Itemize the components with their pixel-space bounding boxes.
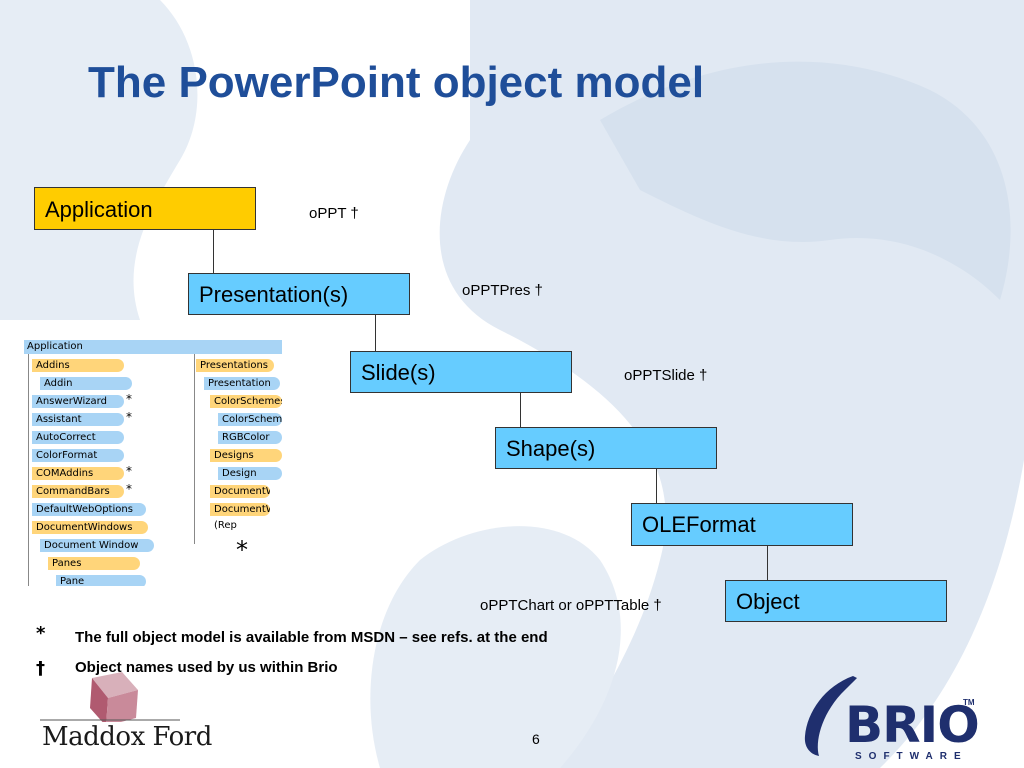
maddox-ford-logo: Maddox Ford xyxy=(40,672,212,756)
brio-software-text: SOFTWARE xyxy=(855,751,968,762)
om-item: DefaultWebOptions xyxy=(32,503,146,516)
om-item: Panes xyxy=(48,557,140,570)
connector xyxy=(520,393,521,427)
connector xyxy=(375,315,376,351)
om-star: * xyxy=(126,482,132,496)
om-item: Presentation xyxy=(204,377,280,390)
note-text: Object names used by us within Brio xyxy=(75,659,338,676)
om-item: DocumentWindow xyxy=(210,503,270,516)
node-label: OLEFormat xyxy=(642,512,756,537)
om-item: ColorScheme xyxy=(218,413,282,426)
om-star: * xyxy=(126,464,132,478)
om-item: ColorSchemes xyxy=(210,395,282,408)
om-item: (Rep xyxy=(214,520,237,531)
om-item: Addin xyxy=(40,377,132,390)
object-model-diagram: Application Addins Addin AnswerWizard * … xyxy=(24,340,282,586)
brio-software-logo: BRIO TM SOFTWARE xyxy=(795,672,985,764)
note-symbol: * xyxy=(36,623,46,644)
brio-swoosh-icon xyxy=(804,676,857,756)
variable-label: oPPTChart or oPPTTable † xyxy=(480,597,662,614)
brio-tm: TM xyxy=(963,698,975,707)
node-slides: Slide(s) xyxy=(350,351,572,393)
brio-wordmark: BRIO xyxy=(845,696,980,754)
variable-label: oPPTPres † xyxy=(462,282,543,299)
om-item: Assistant xyxy=(32,413,124,426)
connector xyxy=(213,230,214,273)
om-item: Addins xyxy=(32,359,124,372)
om-item: Designs xyxy=(210,449,282,462)
variable-label: oPPT † xyxy=(309,205,359,222)
node-oleformat: OLEFormat xyxy=(631,503,853,546)
connector xyxy=(656,469,657,503)
om-item: CommandBars xyxy=(32,485,124,498)
om-star: * xyxy=(126,410,132,424)
om-item: COMAddins xyxy=(32,467,124,480)
maddox-ford-wordmark: Maddox Ford xyxy=(42,722,212,752)
om-item: DocumentWindows xyxy=(210,485,270,498)
om-item: Pane xyxy=(56,575,146,586)
slide-title: The PowerPoint object model xyxy=(88,58,705,107)
node-object: Object xyxy=(725,580,947,622)
tree-line xyxy=(194,354,195,544)
node-shapes: Shape(s) xyxy=(495,427,717,469)
om-item: Design xyxy=(218,467,282,480)
note-symbol: † xyxy=(36,658,45,679)
om-item: Document Window xyxy=(40,539,154,552)
node-application: Application xyxy=(34,187,256,230)
node-label: Slide(s) xyxy=(361,360,436,385)
om-item: Presentations xyxy=(196,359,274,372)
om-star: * xyxy=(126,392,132,406)
node-presentations: Presentation(s) xyxy=(188,273,410,315)
node-label: Shape(s) xyxy=(506,436,596,461)
connector xyxy=(767,546,768,580)
om-item: AnswerWizard xyxy=(32,395,124,408)
page-number: 6 xyxy=(532,731,540,747)
om-item: AutoCorrect xyxy=(32,431,124,444)
variable-label: oPPTSlide † xyxy=(624,367,708,384)
node-label: Presentation(s) xyxy=(199,282,349,307)
maddox-cube-icon xyxy=(40,672,180,726)
note-text: The full object model is available from … xyxy=(75,629,548,646)
om-item: DocumentWindows xyxy=(32,521,148,534)
om-header: Application xyxy=(24,340,282,354)
om-item: RGBColor xyxy=(218,431,282,444)
tree-line xyxy=(28,354,29,586)
node-label: Object xyxy=(736,589,800,614)
om-footnote-star: * xyxy=(236,536,248,564)
om-item: ColorFormat xyxy=(32,449,124,462)
node-label: Application xyxy=(45,197,153,222)
